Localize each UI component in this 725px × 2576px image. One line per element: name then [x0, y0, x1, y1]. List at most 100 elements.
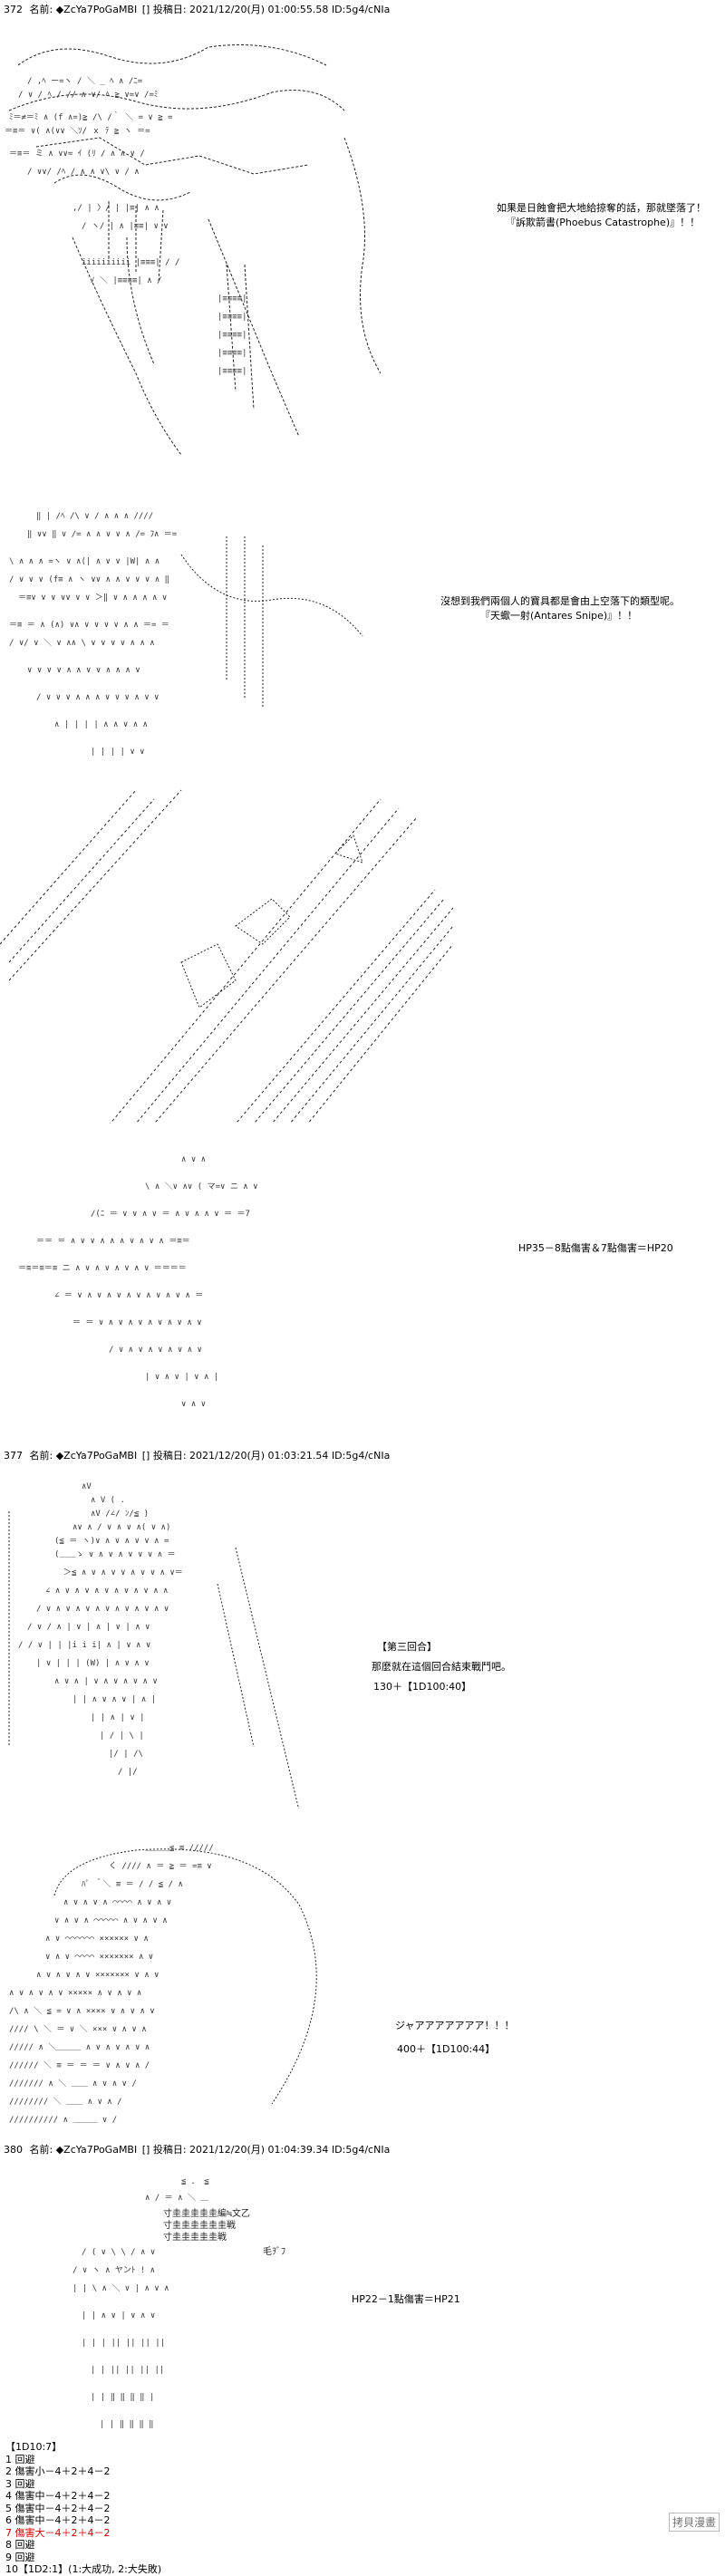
- dialogue-duo: 沒想到我們兩個人的寶具都是會由上空落下的類型呢。 『天蠍一射(Antares S…: [440, 594, 680, 623]
- svg-text:∨ ∧ ∨ ⌒⌒⌒⌒ ××××××× ∧ ∨: ∨ ∧ ∨ ⌒⌒⌒⌒ ××××××× ∧ ∨: [45, 1953, 153, 1962]
- svg-text:/ ∨ / ∧ | ∨ | ∧ | ∨ | ∧ ∨: / ∨ / ∧ | ∨ | ∧ | ∨ | ∧ ∨: [27, 1623, 150, 1632]
- art-word-line-4: 毛ｦﾞﾌ: [263, 2246, 285, 2257]
- post-datetime: 2021/12/20(月) 01:03:21.54: [189, 1450, 329, 1462]
- svg-text:| | | | ∨ ∨: | | | | ∨ ∨: [91, 748, 145, 757]
- trip-box: []: [141, 2144, 150, 2156]
- svg-text:/ ∨ / ﾍ / // ∧ ∨/ ﾍ ≧ ∨=∨ /=ﾐ: / ∨ / ﾍ / // ∧ ∨/ ﾍ ≧ ∨=∨ /=ﾐ: [18, 91, 158, 100]
- roll-row: 3 回避: [5, 2477, 35, 2490]
- svg-text://// \ ＼ ＝ ∨ ＼ ××× ∨ ∧ ∨ ∧: //// \ ＼ ＝ ∨ ＼ ××× ∨ ∧ ∨ ∧: [9, 2024, 147, 2034]
- svg-text:∧ ∨ ∧ ∨ ∧ ∨ ××××××× ∨ ∧ ∨: ∧ ∨ ∧ ∨ ∧ ∨ ××××××× ∨ ∧ ∨: [36, 1971, 159, 1980]
- dialogue-line: 400＋【1D100:44】: [397, 2043, 496, 2055]
- svg-text:/ ,ﾍ ー=ヽ / ＼ _ ﾍ ∧ /ﾆ=: / ,ﾍ ー=ヽ / ＼ _ ﾍ ∧ /ﾆ=: [27, 76, 143, 86]
- svg-text:/ ∨∨/ /ﾍ / ∧ ∧ ∨\ ∨ / ∧: / ∨∨/ /ﾍ / ∧ ∧ ∨\ ∨ / ∧: [27, 168, 140, 177]
- svg-text:|≡≡≡≡|: |≡≡≡≡|: [218, 349, 247, 358]
- poster-name[interactable]: ◆ZcYa7PoGaMBI: [55, 4, 138, 15]
- svg-text:∧ V ( .: ∧ V ( .: [91, 1496, 125, 1505]
- svg-text:＝≡ ＝ ∧ (∧) ∨∧ ∨ ∨ ∨ ∨ ∧ ∧ ＝=: ＝≡ ＝ ∧ (∧) ∨∧ ∨ ∨ ∨ ∨ ∧ ∧ ＝= ＝: [9, 621, 169, 630]
- poster-name[interactable]: ◆ZcYa7PoGaMBI: [55, 1450, 138, 1462]
- svg-text:/ ∨ ∨ ∨ (f≡ ∧ ヽ ∨∨ ∧ ∧ ∨ ∨ ∨ ∧: / ∨ ∨ ∨ (f≡ ∧ ヽ ∨∨ ∧ ∧ ∨ ∨ ∨ ∧ ‖: [9, 575, 169, 584]
- dialogue-round3: 【第三回合】 那麼就在這個回合結束戰鬥吧。 130＋【1D100:40】: [372, 1640, 511, 1694]
- svg-text:| | \ ∧ ＼ ∨ | ∧ ∨ ∧: | | \ ∧ ＼ ∨ | ∧ ∨ ∧: [72, 2283, 169, 2293]
- ascii-art-character-drawing: ∧V ∧ V ( . ∧V /∠/ ﾝ/≦ ) ∧∨ ∧ / ∨ ∧ ∨ ∧( …: [8, 1482, 300, 1809]
- svg-text:ﾉ ＼ |≡≡≡≡| ∧ /: ﾉ ＼ |≡≡≡≡| ∧ /: [91, 275, 162, 285]
- svg-text:////// ＼ ≡ ＝ ＝ ＝ ∨ ∧ ∨ ∧ /: ////// ＼ ≡ ＝ ＝ ＝ ∨ ∧ ∨ ∧ /: [9, 2060, 150, 2070]
- svg-text:‖ ∨∨ ‖ ∨ /= ∧ ∧ ∨ ∨ ∧ /= ﾌ∧: ‖ ∨∨ ‖ ∨ /= ∧ ∧ ∨ ∨ ∧ /= ﾌ∧ ＝=: [27, 530, 178, 539]
- dialogue-line: ジャアアアアアアア！！！: [395, 2020, 515, 2031]
- svg-text:∧ ∨ ∧ | ∨ ∧ ∨ ∧ ∨ ∧ ∨: ∧ ∨ ∧ | ∨ ∧ ∨ ∧ ∨ ∧ ∨: [54, 1677, 158, 1686]
- svg-text:＞≦ ∧ ∨ ∧ ∨ ∨ ∧ ∨ ∨ ∧ ∨＝: ＞≦ ∧ ∨ ∧ ∨ ∨ ∧ ∨ ∨ ∧ ∨＝: [63, 1568, 183, 1577]
- post-header-377: 377 名前: ◆ZcYa7PoGaMBI [] 投稿日: 2021/12/20…: [4, 1450, 390, 1462]
- svg-text:| | ∧ ∨ ∧ ∨ | ∧ |: | | ∧ ∨ ∧ ∨ | ∧ |: [72, 1695, 156, 1704]
- svg-text:∨ ∧ ∨ ∧ ⌒⌒⌒⌒⌒ ∧ ∨ ∧ ∨ ∧: ∨ ∧ ∨ ∧ ⌒⌒⌒⌒⌒ ∧ ∨ ∧ ∨ ∧: [54, 1916, 168, 1925]
- name-label: 名前:: [29, 4, 53, 15]
- ascii-art-archer-drawing: / ,ﾍ ー=ヽ / ＼ _ ﾍ ∧ /ﾆ= / ∨ / ﾍ / // ∧ ∨/…: [5, 44, 381, 456]
- svg-text:＝≡＝ ∨( ∧(∨∨ ＼ｿ/ ｘ ﾃ ≧ ヽ ＝=: ＝≡＝ ∨( ∧(∨∨ ＼ｿ/ ｘ ﾃ ≧ ヽ ＝=: [5, 126, 150, 136]
- svg-text:| / | \ |: | / | \ |: [100, 1732, 144, 1741]
- roll-row: 2 傷害小－4＋2＋4－2: [5, 2465, 111, 2477]
- svg-text:|≡≡≡≡|: |≡≡≡≡|: [218, 367, 247, 376]
- svg-text:＝≡∨ ∨ ∨ ∨∨ ∨ ∨ ＞‖ ∨ ∧ ∧ ∧ ∧: ＝≡∨ ∨ ∨ ∨∨ ∨ ∨ ＞‖ ∨ ∧ ∧ ∧ ∧ ∨: [18, 593, 167, 603]
- svg-text:/ ∨ ∨ ∨ ∧ ∧ ∧ ∨ ∨ ∨ ∧ ∨: / ∨ ∨ ∨ ∧ ∧ ∧ ∨ ∨ ∨ ∧ ∨ ∨: [36, 693, 159, 702]
- svg-text:| | ‖ ‖ ‖ ‖: | | ‖ ‖ ‖ ‖: [100, 2420, 154, 2429]
- svg-text:∧ ∨ ∧ ∨ ∧ ∨ ××××× ∧ ∨ ∧ ∨ ∧: ∧ ∨ ∧ ∨ ∧ ∨ ××××× ∧ ∨ ∧ ∨ ∧: [9, 1989, 141, 1998]
- svg-text:∨ ∧ ∨: ∨ ∧ ∨: [181, 1400, 206, 1409]
- art-word-line-1: 寸圭圭圭圭圭編≒文乙: [163, 2207, 250, 2219]
- dialogue-monster: ジャアアアアアアア！！！ 400＋【1D100:44】: [395, 2019, 514, 2057]
- svg-text:\ ∧ ＼∨ ∧∨ ( マ=∨ ニ ∧ ∨: \ ∧ ＼∨ ∧∨ ( マ=∨ ニ ∧ ∨: [145, 1182, 258, 1192]
- ascii-art-clash-drawing: ∧ ∨ ∧ \ ∧ ＼∨ ∧∨ ( マ=∨ ニ ∧ ∨ /(ﾆ ＝ ∨ ∨ ∧ …: [18, 1155, 258, 1409]
- ascii-art-duo-drawing: ‖ | /ﾍ /\ ∨ / ∧ ∧ ∧ //// ‖ ∨∨ ‖ ∨ /= ∧ ∧…: [9, 512, 363, 757]
- svg-text:＝≡＝≡＝≡ ニ ∧ ∨ ∧ ∨ ∧ ∨ ∧ ∨ ＝＝＝: ＝≡＝≡＝≡ ニ ∧ ∨ ∧ ∨ ∧ ∨ ∧ ∨ ＝＝＝＝: [18, 1264, 187, 1273]
- svg-text://///// ∧ ＼ ＿＿ ∧ ∨ ∧ ∨ /: /////// ∧ ＼ ＿＿ ∧ ∨ ∧ ∨ /: [9, 2079, 137, 2089]
- post-id: ID:5g4/cNIa: [331, 2144, 391, 2156]
- ascii-art-character: ∧V ∧ V ( . ∧V /∠/ ﾝ/≦ ) ∧∨ ∧ / ∨ ∧ ∨ ∧( …: [0, 1464, 381, 1809]
- svg-text:く //// ∧ ＝ ≧ ＝ =≡ ∨: く //// ∧ ＝ ≧ ＝ =≡ ∨: [109, 1862, 212, 1871]
- post-id: ID:5g4/cNIa: [331, 4, 391, 15]
- svg-text:∨ ∨ ∨ ∨ ∧ ∧ ∨ ∨ ∧ ∧ ∧ ∨: ∨ ∨ ∨ ∨ ∧ ∧ ∨ ∨ ∧ ∧ ∧ ∨: [27, 666, 140, 675]
- svg-text:≦ ． ≦: ≦ ． ≦: [181, 2177, 209, 2186]
- dialogue-line: 沒想到我們兩個人的寶具都是會由上空落下的類型呢。: [440, 595, 680, 607]
- svg-text:‖ | /ﾍ /\ ∨ / ∧ ∧ ∧: ‖ | /ﾍ /\ ∨ / ∧ ∧ ∧ ////: [36, 512, 153, 521]
- svg-text:ﾐ＝≠＝ﾐ ∧ (f ∧=)≧ /\ /｀ ＼ = ∨ ≧: ﾐ＝≠＝ﾐ ∧ (f ∧=)≧ /\ /｀ ＼ = ∨ ≧ =: [9, 111, 173, 122]
- ascii-art-streaks-drawing: [0, 789, 453, 1124]
- svg-text:iiiiiiiiii |≡≡≡| / /: iiiiiiiiii |≡≡≡| / /: [82, 258, 179, 267]
- art-word-line-2: 寸圭圭圭圭圭圭戦: [163, 2219, 236, 2231]
- svg-text:/ ( ∨ \ \ / ∧ ∨: / ( ∨ \ \ / ∧ ∨: [82, 2248, 155, 2257]
- svg-text:(＿＿ゝ ∨ ∧ ∨ ∧ ∨ ∨ ∨ ∧ ＝: (＿＿ゝ ∨ ∧ ∨ ∧ ∨ ∨ ∨ ∧ ＝: [54, 1550, 176, 1559]
- dialogue-line: HP22－1點傷害＝HP21: [352, 2293, 460, 2305]
- svg-text:\ ∧ ∧ ∧ =ヽ ∨ ∧(| ∧ ∨ ∨ |W| ∧: \ ∧ ∧ ∧ =ヽ ∨ ∧(| ∧ ∨ ∨ |W| ∧ ∧: [9, 557, 160, 566]
- dialogue-line: 130＋【1D100:40】: [373, 1681, 472, 1693]
- roll-row: 10【1D2:1】(1:大成功, 2:大失敗): [5, 2563, 162, 2575]
- svg-text://////// ＼ ＿＿ ∧ ∨ ∧ /: //////// ＼ ＿＿ ∧ ∨ ∧ /: [9, 2097, 122, 2107]
- svg-text:/(ﾆ ＝ ∨ ∨ ∧ ∨ ＝ ∧ ∨ ∧ ∧ ∨ ＝ ＝: /(ﾆ ＝ ∨ ∨ ∧ ∨ ＝ ∧ ∨ ∧ ∧ ∨ ＝ ＝7: [91, 1210, 250, 1219]
- trip-box: []: [141, 1450, 150, 1462]
- svg-text:/ ∨ ∧ ∨ ∧ ∨ ∧ ∨ ∧ ∨: / ∨ ∧ ∨ ∧ ∨ ∧ ∨ ∧ ∨: [109, 1346, 202, 1355]
- dialogue-damage-2: HP22－1點傷害＝HP21: [352, 2292, 460, 2307]
- post-number: 380: [4, 2144, 23, 2156]
- ascii-art-archer: / ,ﾍ ー=ヽ / ＼ _ ﾍ ∧ /ﾆ= / ∨ / ﾍ / // ∧ ∨/…: [0, 18, 381, 471]
- roll-row: 9 回避: [5, 2551, 35, 2563]
- svg-text:＿＿＿≦ ≡ /////: ＿＿＿≦ ≡ /////: [145, 1844, 214, 1853]
- svg-text:/ ∨ ヽ ∧ ヤンﾄ ! ∧: / ∨ ヽ ∧ ヤンﾄ ! ∧: [72, 2266, 155, 2275]
- svg-text:/ |/: / |/: [118, 1768, 138, 1777]
- name-label: 名前:: [29, 2144, 53, 2156]
- poster-name[interactable]: ◆ZcYa7PoGaMBI: [55, 2144, 138, 2156]
- name-label: 名前:: [29, 1450, 53, 1462]
- svg-text:| | || || || ||: | | || || || ||: [91, 2366, 164, 2375]
- post-header-372: 372 名前: ◆ZcYa7PoGaMBI [] 投稿日: 2021/12/20…: [4, 4, 390, 16]
- svg-text:|≡≡≡≡|: |≡≡≡≡|: [218, 331, 247, 340]
- ascii-art-clash: ∧ ∨ ∧ \ ∧ ＼∨ ∧∨ ( マ=∨ ニ ∧ ∨ /(ﾆ ＝ ∨ ∨ ∧ …: [0, 1133, 381, 1423]
- svg-text:ﾊﾟ ＾＼ ≡ ＝ / / ≦ / ∧: ﾊﾟ ＾＼ ≡ ＝ / / ≦ / ∧: [82, 1877, 183, 1889]
- svg-text:∠ ＝ ∨ ∧ ∨ ∧ ∨ ∧ ∨ ∧ ∨ ∧ ∨ ∧: ∠ ＝ ∨ ∧ ∨ ∧ ∨ ∧ ∨ ∧ ∨ ∧ ∨ ∧ ＝: [54, 1291, 203, 1300]
- svg-text:/ / ∨ | | |i i i| ∧ | ∨ ∧ ∨: / / ∨ | | |i i i| ∧ | ∨ ∧ ∨: [18, 1641, 150, 1650]
- dialogue-line: 【第三回合】: [377, 1641, 437, 1653]
- svg-text:/\ ∧ ＼ ≦ = ∨ ∧ ×××× ∨ ∧ ∨ ∧ ∨: /\ ∧ ＼ ≦ = ∨ ∧ ×××× ∨ ∧ ∨ ∧ ∨: [9, 2006, 155, 2016]
- svg-text:/ ∨/ ∨ ＼ ∨ ∧∧ \ ∨ ∨ ∨ ∨ ∧ ∧ ∧: / ∨/ ∨ ＼ ∨ ∧∧ \ ∨ ∨ ∨ ∨ ∧ ∧ ∧: [9, 638, 155, 648]
- svg-text:∧ ∨ ∧: ∧ ∨ ∧: [181, 1155, 206, 1164]
- roll-row: 4 傷害中－4＋2＋4－2: [5, 2490, 111, 2502]
- svg-text:///// ∧ ＼＿＿＿ ∧ ∨ ∧ ∨ ∧ ∨ ∧: ///// ∧ ＼＿＿＿ ∧ ∨ ∧ ∨ ∧ ∨ ∧: [9, 2042, 150, 2052]
- dialogue-damage-1: HP35－8點傷害＆7點傷害＝HP20: [518, 1241, 673, 1256]
- art-word-line-3: 寸圭圭圭圭圭戦: [163, 2231, 227, 2243]
- svg-text:∠ ∧ ∨ ∧ ∨ ∧ ∨ ∧ ∨ ∧ ∨ ∧ ∧: ∠ ∧ ∨ ∧ ∨ ∧ ∨ ∧ ∨ ∧ ∨ ∧ ∧: [45, 1587, 168, 1596]
- svg-text:＝≡＝ ミ ∧ ∨∨= ｲ (ﾘ / ∧ ∧ ∨ /: ＝≡＝ ミ ∧ ∨∨= ｲ (ﾘ / ∧ ∧ ∨ /: [9, 150, 145, 159]
- site-watermark: 拷貝漫畫: [668, 2513, 720, 2532]
